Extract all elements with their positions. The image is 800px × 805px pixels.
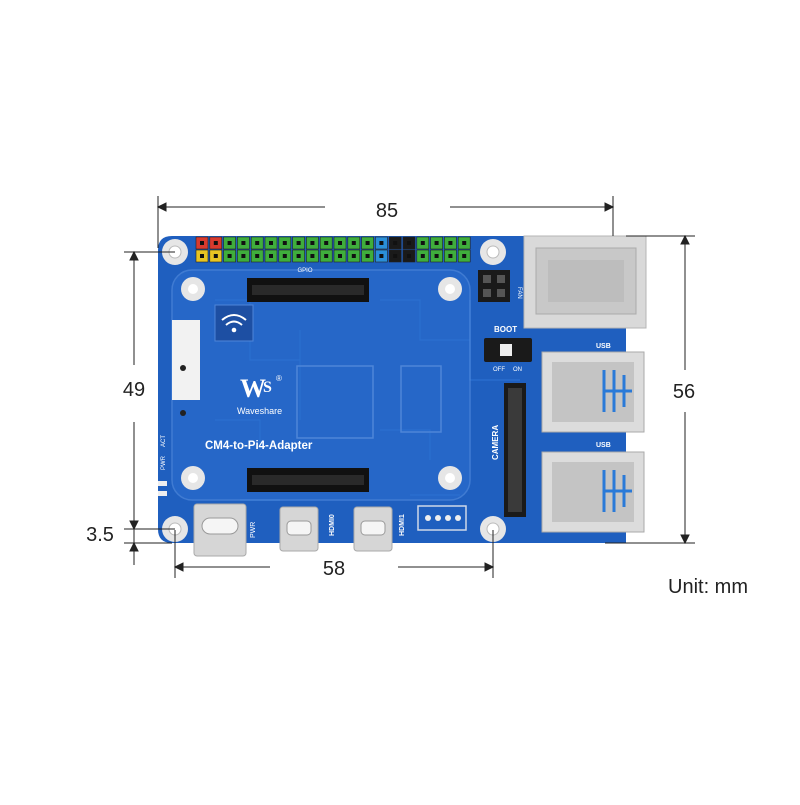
camera-fpc-connector (504, 383, 526, 517)
fan-label: FAN (516, 287, 522, 299)
wifi-antenna-icon (214, 304, 254, 342)
boot-switch (484, 338, 532, 362)
ram-outline (400, 365, 442, 433)
dimension-width: 85 (376, 200, 398, 222)
gpio-pin-post (393, 254, 398, 258)
hdmi1-port (353, 506, 393, 552)
gpio-pin-post (462, 254, 467, 258)
antenna-sticker (172, 320, 200, 400)
cm4-hole-top-left (181, 277, 205, 301)
gpio-pin-post (351, 241, 356, 245)
fan-header (478, 270, 510, 302)
gpio-header (195, 236, 471, 263)
cm4-hole-bottom-left (181, 466, 205, 490)
led-pwr-label: PWR (161, 455, 167, 470)
gpio-pin-post (296, 254, 301, 258)
gpio-pin-post (351, 254, 356, 258)
gpio-pin-post (420, 241, 425, 245)
hdmi0-port (279, 506, 319, 552)
led-indicator (180, 410, 186, 416)
gpio-pin-post (407, 241, 411, 245)
led-act-label: ACT (161, 435, 167, 447)
board-name: CM4-to-Pi4-Adapter (205, 440, 313, 452)
gpio-pin-post (200, 254, 204, 258)
gpio-pin-post (393, 241, 398, 245)
svg-text:W: W (240, 374, 266, 403)
ethernet-port (523, 235, 647, 329)
dimension-hole-offset: 3.5 (86, 524, 114, 546)
cm4-connector-top (247, 278, 369, 302)
gpio-pin-post (310, 254, 315, 258)
hdmi1-label: HDMI1 (399, 514, 406, 536)
boot-label: BOOT (494, 325, 517, 334)
gpio-pin-post (462, 241, 467, 245)
gpio-pin-post (434, 241, 439, 245)
gpio-pin-post (213, 254, 218, 258)
gpio-pin-post (338, 241, 342, 245)
svg-text:®: ® (276, 374, 282, 383)
usb-port-bottom (541, 451, 645, 533)
gpio-pin-post (200, 241, 204, 245)
gpio-pin-post (269, 241, 273, 245)
gpio-pin-post (241, 254, 246, 258)
gpio-pin-post (448, 254, 453, 258)
dimension-hole-spacing-x: 58 (323, 558, 345, 580)
status-leds (158, 481, 167, 496)
gpio-pin-post (365, 241, 370, 245)
usb-bottom-label: USB (596, 442, 611, 449)
cm4-hole-bottom-right (438, 466, 462, 490)
mounting-hole-bottom-right (480, 516, 506, 542)
gpio-pin-post (434, 254, 439, 258)
dimension-height: 56 (673, 381, 695, 403)
mounting-hole-bottom-left (162, 516, 188, 542)
cm4-connector-bottom (247, 468, 369, 492)
gpio-pin-post (324, 254, 329, 258)
mounting-hole-top-right (480, 239, 506, 265)
usb-port-top (541, 351, 645, 433)
soc-outline (296, 365, 374, 439)
four-pin-connector (417, 505, 467, 531)
boot-off-label: OFF (493, 367, 505, 373)
boot-on-label: ON (513, 367, 522, 373)
gpio-pin-post (365, 254, 370, 258)
gpio-pin-post (448, 241, 453, 245)
brand-label: Waveshare (237, 406, 282, 416)
gpio-pin-post (420, 254, 425, 258)
hdmi0-label: HDMI0 (329, 514, 336, 536)
gpio-pin-post (379, 241, 384, 245)
camera-label: CAMERA (491, 425, 500, 460)
cm4-hole-top-right (438, 277, 462, 301)
dimension-lines (124, 196, 695, 578)
gpio-pin-post (324, 241, 329, 245)
gpio-label: GPIO (297, 268, 312, 274)
gpio-pin-post (338, 254, 342, 258)
gpio-pin-post (255, 241, 260, 245)
gpio-pin-post (213, 241, 218, 245)
gpio-pin-post (282, 254, 287, 258)
usb-c-power-port (193, 503, 247, 557)
gpio-pin-post (407, 254, 411, 258)
gpio-pin-post (227, 254, 232, 258)
gpio-pin-post (282, 241, 287, 245)
gpio-pin-post (310, 241, 315, 245)
gpio-pin-post (241, 241, 246, 245)
unit-label: Unit: mm (668, 576, 748, 598)
gpio-pin-post (379, 254, 384, 258)
gpio-pin-post (227, 241, 232, 245)
antenna-hole (180, 365, 186, 371)
usb-top-label: USB (596, 343, 611, 350)
pwr-port-label: PWR (250, 522, 257, 538)
gpio-pin-post (255, 254, 260, 258)
dimension-hole-spacing-y: 49 (123, 379, 145, 401)
svg-text:S: S (263, 379, 272, 396)
waveshare-logo: W S ® (240, 374, 282, 403)
gpio-pin-post (296, 241, 301, 245)
gpio-pin-post (269, 254, 273, 258)
